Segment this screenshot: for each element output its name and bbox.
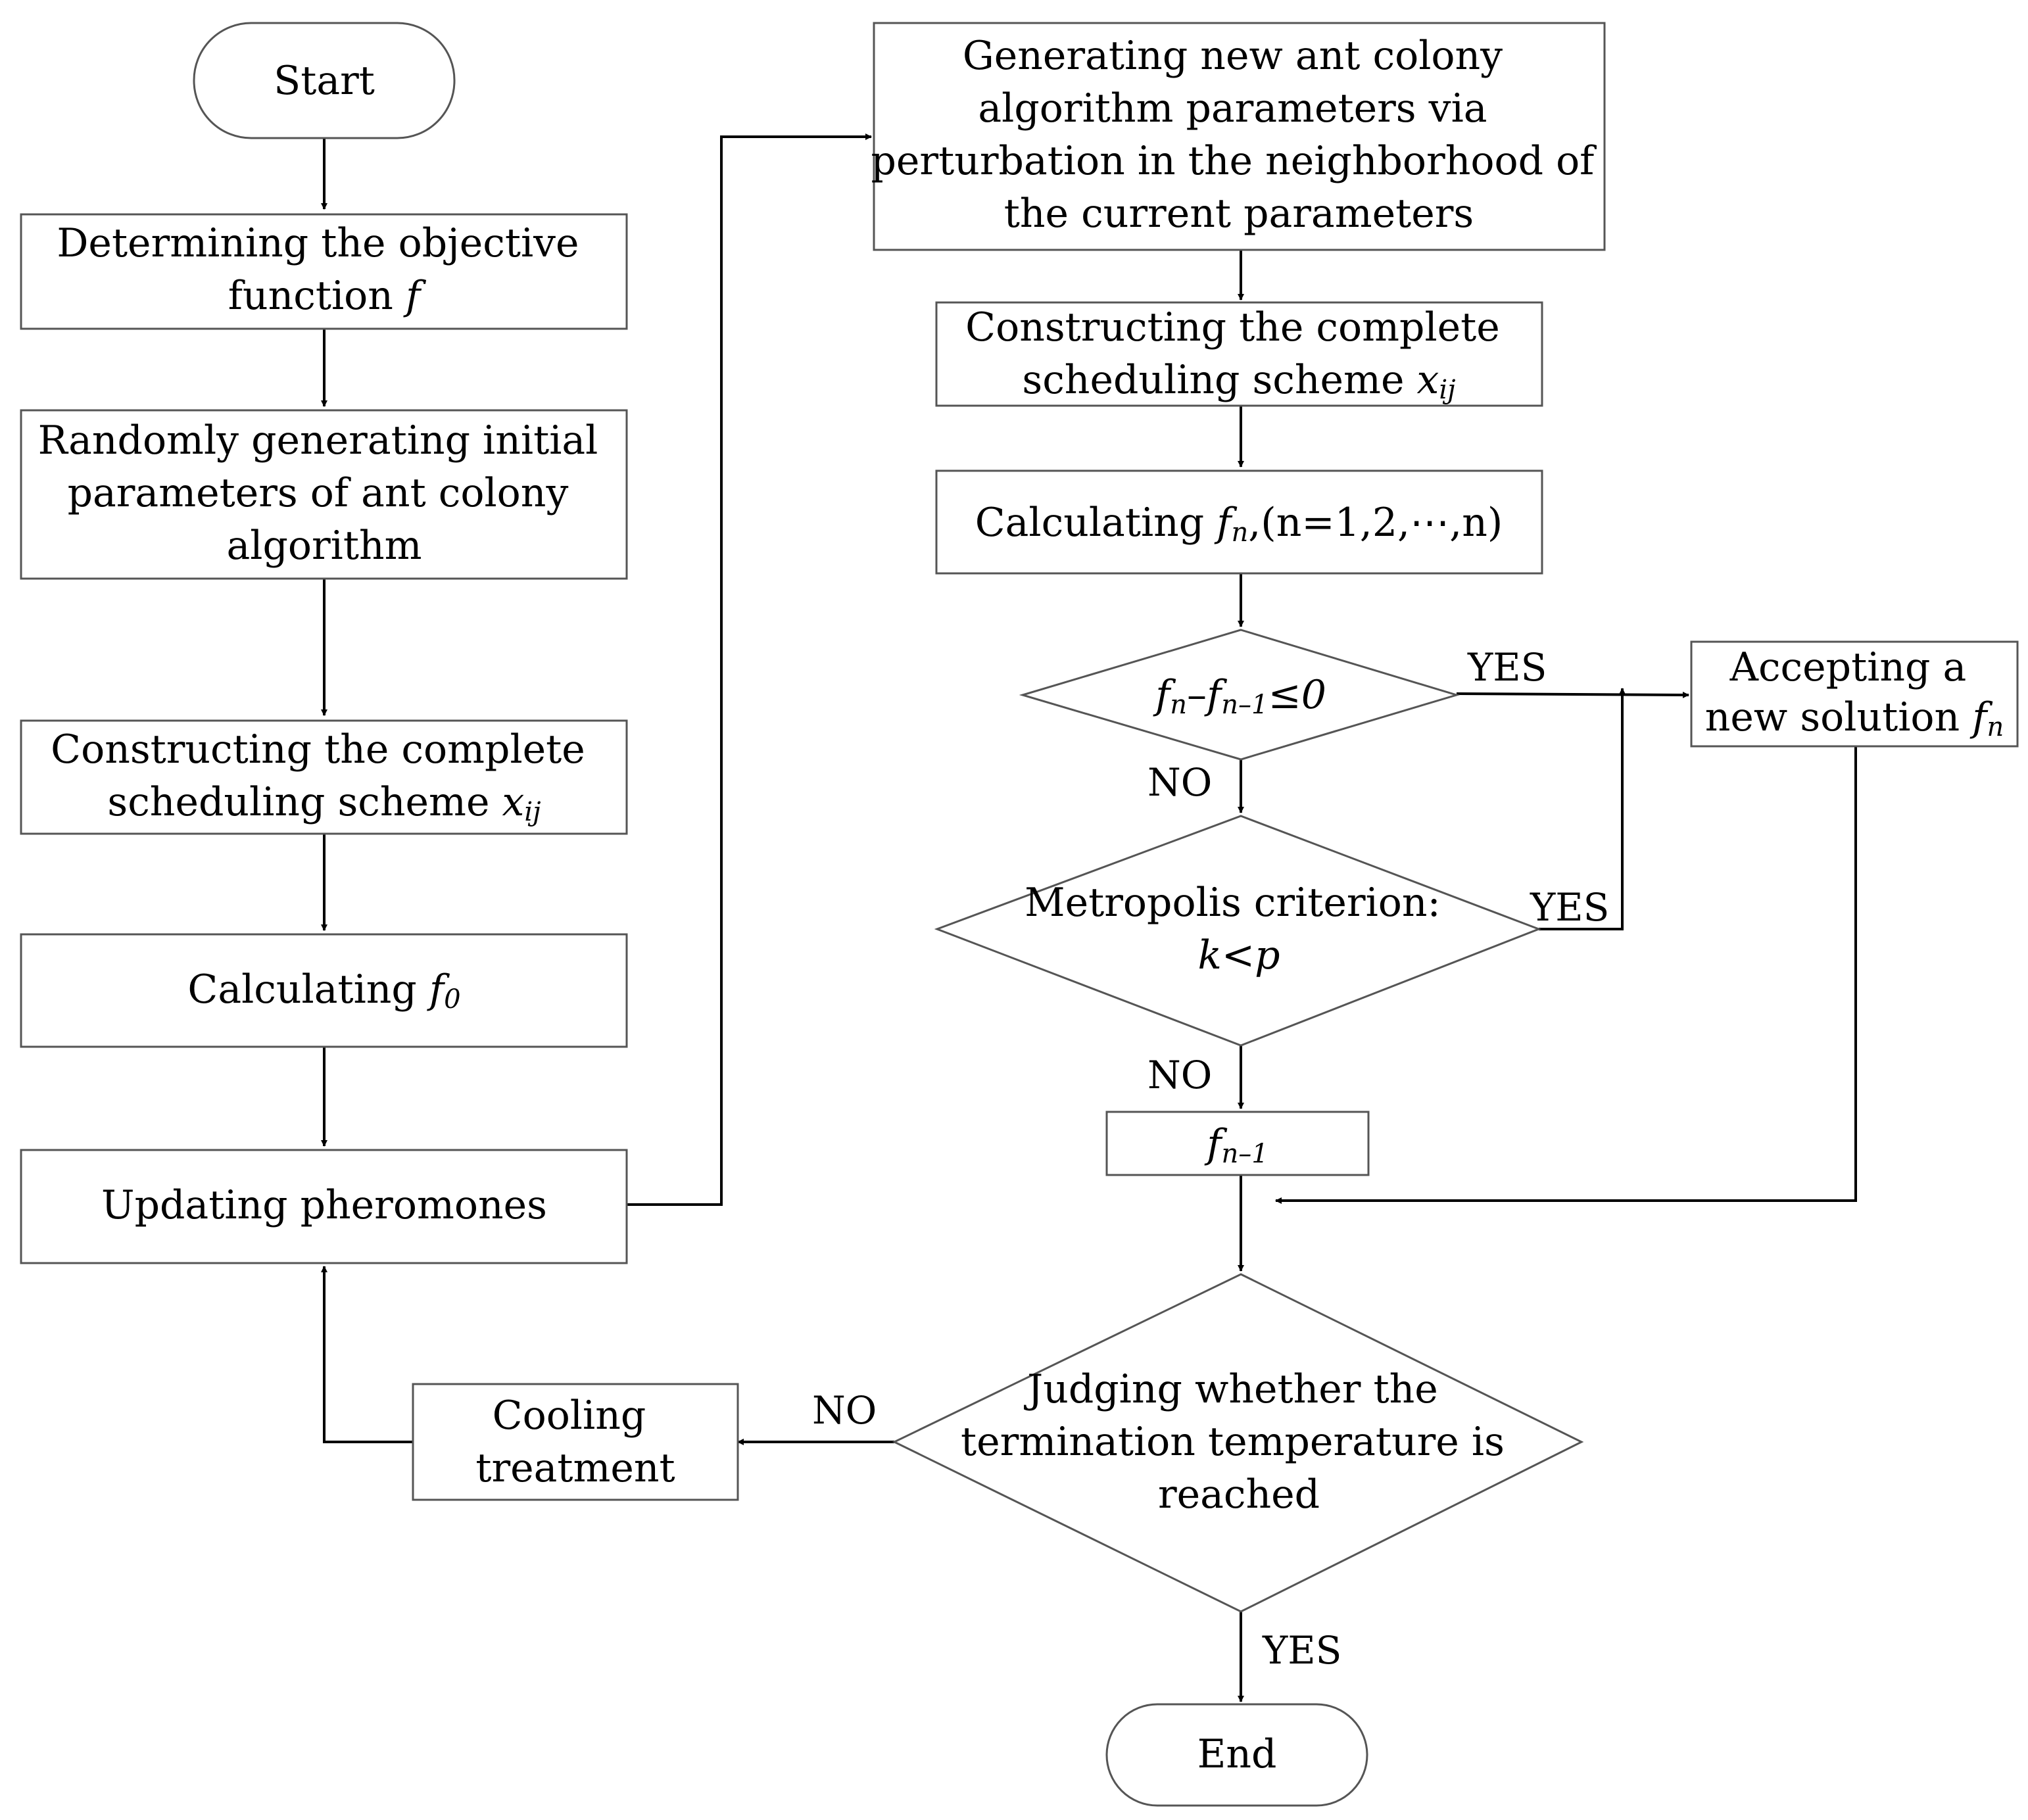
cooling-box — [412, 1383, 739, 1501]
construct-right-label: Constructing the complete scheduling sch… — [965, 304, 1512, 405]
accept-box — [1690, 640, 2019, 748]
judge-line-2: termination temperature is — [961, 1419, 1505, 1465]
judge-label: Judging whether the termination temperat… — [961, 1366, 1517, 1518]
random-init-label: Randomly generating initial parameters o… — [38, 418, 611, 569]
accept-label: Accepting a new solution fn — [1705, 644, 2004, 742]
construct-left-box — [20, 719, 628, 835]
connectors — [321, 133, 1857, 1702]
generate-new-line-3: perturbation in the neighborhood of — [871, 138, 1597, 184]
arrow-update-to-generate — [627, 133, 872, 1206]
calc-fn-sub: n — [1231, 517, 1248, 548]
calc-fn-rest: ,(n=1,2,⋯,n) — [1248, 500, 1503, 546]
cooling-line-2: treatment — [475, 1445, 675, 1491]
metropolis-line-2: k<p — [1197, 932, 1280, 978]
compare-sub-1: n — [1170, 690, 1187, 720]
arrow-cooling-to-update — [321, 1266, 413, 1443]
objective-box — [20, 213, 628, 330]
accept-line-2: new solution — [1705, 694, 1972, 740]
end-terminal — [1105, 1703, 1368, 1807]
accept-sub: n — [1987, 712, 2004, 742]
start-label: Start — [274, 58, 375, 104]
generate-new-line-4: the current parameters — [1004, 191, 1474, 237]
judge-line-1: Judging whether the — [1023, 1366, 1438, 1412]
update-pheromones-box — [20, 1149, 628, 1264]
accept-line-1: Accepting a — [1729, 644, 1967, 690]
cooling-label: Cooling treatment — [475, 1393, 675, 1491]
calc-f0-label: Calculating f0 — [187, 967, 460, 1015]
construct-left-sub: ij — [524, 797, 541, 827]
calc-fn-box — [935, 469, 1543, 575]
fn-minus-1-label: fn–1 — [1204, 1121, 1268, 1169]
objective-line-2: function — [228, 273, 406, 319]
compare-sub-2: n–1 — [1221, 690, 1268, 720]
construct-left-label: Constructing the complete scheduling sch… — [51, 727, 598, 827]
calc-fn-label: Calculating fn,(n=1,2,⋯,n) — [975, 500, 1503, 548]
generate-new-label: Generating new ant colony algorithm para… — [871, 33, 1607, 237]
random-init-box — [20, 409, 628, 580]
update-pheromones-label: Updating pheromones — [101, 1182, 547, 1228]
construct-left-line-1: Constructing the complete — [51, 727, 585, 773]
compare-rest: ≤0 — [1268, 672, 1326, 718]
construct-right-sub: ij — [1439, 375, 1455, 405]
construct-left-line-2: scheduling scheme — [107, 779, 502, 825]
judge-decision — [892, 1273, 1584, 1613]
generate-new-line-1: Generating new ant colony — [963, 33, 1503, 79]
calc-f0-box — [20, 933, 628, 1048]
generate-new-box — [873, 22, 1606, 251]
construct-right-var: x — [1417, 357, 1439, 403]
judge-yes-label: YES — [1262, 1628, 1341, 1673]
objective-line-1: Determining the objective — [57, 220, 579, 266]
compare-minus: – — [1187, 672, 1207, 718]
judge-line-3: reached — [1158, 1472, 1320, 1518]
random-init-line-3: algorithm — [226, 523, 422, 569]
generate-new-line-2: algorithm parameters via — [978, 85, 1487, 132]
metropolis-label: Metropolis criterion: k<p — [1025, 880, 1453, 978]
objective-label: Determining the objective function f — [57, 220, 591, 319]
random-init-line-1: Randomly generating initial — [38, 418, 598, 464]
arrow-compare-yes-to-accept — [1456, 691, 1689, 698]
metropolis-decision — [934, 815, 1542, 1047]
judge-no-label: NO — [812, 1388, 877, 1433]
metropolis-line-1: Metropolis criterion: — [1025, 880, 1441, 926]
fn-minus-1-sub: n–1 — [1222, 1139, 1268, 1169]
metropolis-no-label: NO — [1147, 1053, 1212, 1097]
fn-minus-1-box — [1105, 1111, 1370, 1176]
metropolis-yes-label: YES — [1530, 885, 1609, 930]
compare-decision — [1019, 629, 1461, 761]
calc-f0-sub: 0 — [444, 984, 460, 1015]
construct-left-var: x — [502, 779, 525, 825]
calc-f0-text: Calculating — [187, 967, 429, 1013]
compare-no-label: NO — [1147, 760, 1212, 805]
cooling-line-1: Cooling — [493, 1393, 646, 1439]
compare-yes-label: YES — [1467, 645, 1547, 690]
random-init-line-2: parameters of ant colony — [68, 470, 569, 516]
construct-right-box — [935, 301, 1543, 407]
construct-right-line-2: scheduling scheme — [1022, 357, 1416, 403]
construct-right-line-1: Constructing the complete — [965, 304, 1500, 350]
arrow-metropolis-yes-to-accept — [1539, 688, 1626, 930]
arrow-accept-to-merge — [1275, 746, 1857, 1204]
calc-fn-text: Calculating — [975, 500, 1217, 546]
end-label: End — [1197, 1731, 1277, 1777]
start-terminal — [193, 22, 456, 139]
